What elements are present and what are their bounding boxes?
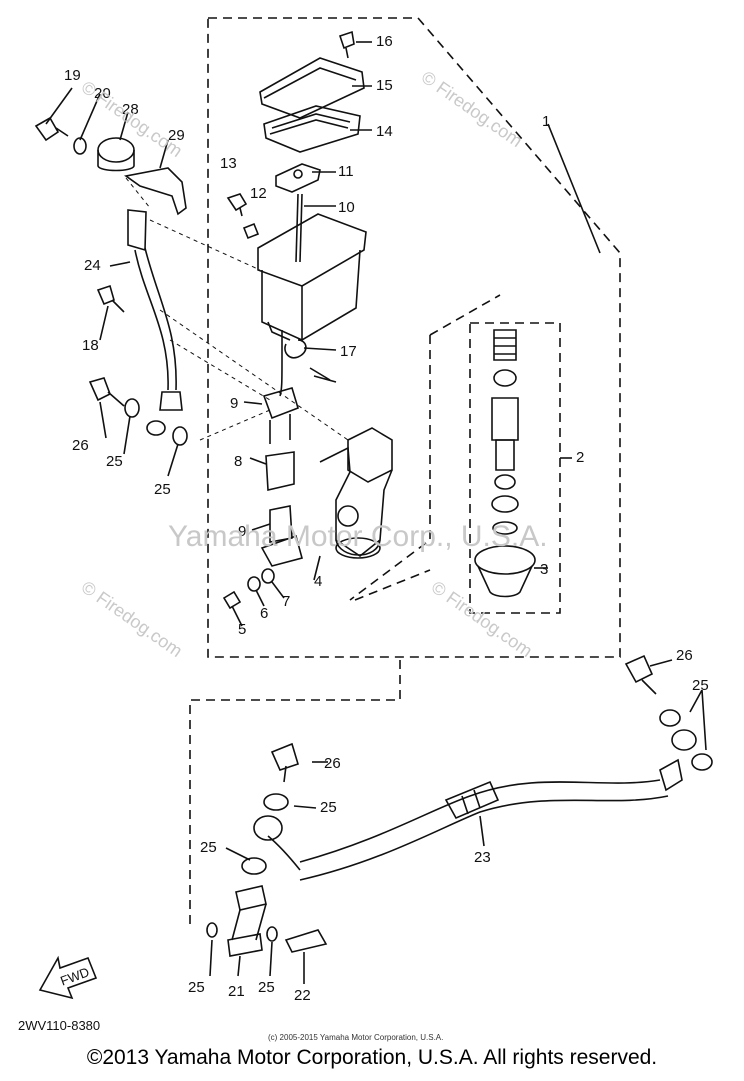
small-copyright: (c) 2005-2015 Yamaha Motor Corporation, … bbox=[268, 1033, 443, 1042]
footer-copyright: ©2013 Yamaha Motor Corporation, U.S.A. A… bbox=[86, 1046, 658, 1069]
lower-brake-hose bbox=[253, 729, 697, 881]
callout-23: 23 bbox=[474, 849, 491, 866]
callout-20: 20 bbox=[94, 85, 111, 102]
union-bolt-left bbox=[88, 377, 125, 407]
grommet bbox=[97, 137, 135, 163]
callout-21: 21 bbox=[228, 983, 245, 1000]
diaphragm bbox=[263, 105, 361, 153]
callout-25-middle-a: 25 bbox=[320, 799, 337, 816]
fwd-arrow: FWD bbox=[38, 955, 98, 1000]
washer-20 bbox=[73, 137, 87, 155]
callout-12: 12 bbox=[250, 185, 267, 202]
cap-screw bbox=[338, 30, 355, 59]
callout-7: 7 bbox=[282, 593, 290, 610]
callout-9-upper: 9 bbox=[230, 395, 238, 412]
reservoir-tank bbox=[257, 213, 367, 341]
callout-25-middle-b: 25 bbox=[200, 839, 217, 856]
callout-25-bottom-b: 25 bbox=[258, 979, 275, 996]
callout-10: 10 bbox=[338, 199, 355, 216]
fitting-upper bbox=[262, 387, 299, 491]
callout-29: 29 bbox=[168, 127, 185, 144]
bolt-18 bbox=[96, 284, 125, 313]
watermark-midleft: © Firedog.com bbox=[78, 577, 186, 661]
bracket bbox=[124, 167, 187, 216]
piston-kit bbox=[474, 329, 536, 598]
bolt-22 bbox=[284, 929, 328, 953]
callout-11: 11 bbox=[338, 163, 354, 180]
master-cylinder-body bbox=[319, 427, 393, 559]
callout-18: 18 bbox=[82, 337, 99, 354]
union-bolt-middle bbox=[270, 742, 299, 783]
callout-25-left-b: 25 bbox=[154, 481, 171, 498]
callout-26-middle: 26 bbox=[324, 755, 341, 772]
callout-26-right: 26 bbox=[676, 647, 693, 664]
callout-25-right: 25 bbox=[692, 677, 709, 694]
callout-4: 4 bbox=[314, 573, 322, 590]
union-bolt-right bbox=[624, 654, 657, 695]
callout-8: 8 bbox=[234, 453, 242, 470]
callout-22: 22 bbox=[294, 987, 311, 1004]
bottom-fitting bbox=[227, 885, 267, 957]
watermark-topleft: © Firedog.com bbox=[78, 77, 186, 161]
callout-2: 2 bbox=[576, 449, 584, 466]
callout-24: 24 bbox=[84, 257, 101, 274]
callout-19: 19 bbox=[64, 67, 81, 84]
callout-13: 13 bbox=[220, 155, 237, 172]
callout-14: 14 bbox=[376, 123, 393, 140]
upper-brake-hose bbox=[127, 209, 183, 436]
assembly-boundary bbox=[207, 17, 621, 658]
float-plate bbox=[275, 163, 321, 193]
callout-15: 15 bbox=[376, 77, 393, 94]
callout-25-bottom-a: 25 bbox=[188, 979, 205, 996]
screw-13 bbox=[226, 193, 248, 217]
callout-16: 16 bbox=[376, 33, 393, 50]
callout-9-lower: 9 bbox=[238, 523, 246, 540]
callout-25-left-a: 25 bbox=[106, 453, 123, 470]
callout-17: 17 bbox=[340, 343, 357, 360]
watermark-midright: © Firedog.com bbox=[428, 577, 536, 661]
bolt-19 bbox=[34, 116, 69, 142]
hose-clamp bbox=[284, 339, 307, 359]
piston-kit-boundary bbox=[469, 322, 561, 614]
callout-3: 3 bbox=[540, 561, 548, 578]
fitting-lower bbox=[260, 505, 303, 567]
nut-12 bbox=[242, 222, 260, 240]
watermark-center: Yamaha Motor Corp., U.S.A. bbox=[168, 520, 548, 553]
callout-5: 5 bbox=[238, 621, 246, 638]
callout-6: 6 bbox=[260, 605, 268, 622]
diagram-code: 2WV110-8380 bbox=[18, 1018, 100, 1033]
callout-1: 1 bbox=[542, 113, 550, 130]
callout-26-left: 26 bbox=[72, 437, 89, 454]
callout-28: 28 bbox=[122, 101, 139, 118]
reservoir-cap bbox=[259, 57, 365, 119]
